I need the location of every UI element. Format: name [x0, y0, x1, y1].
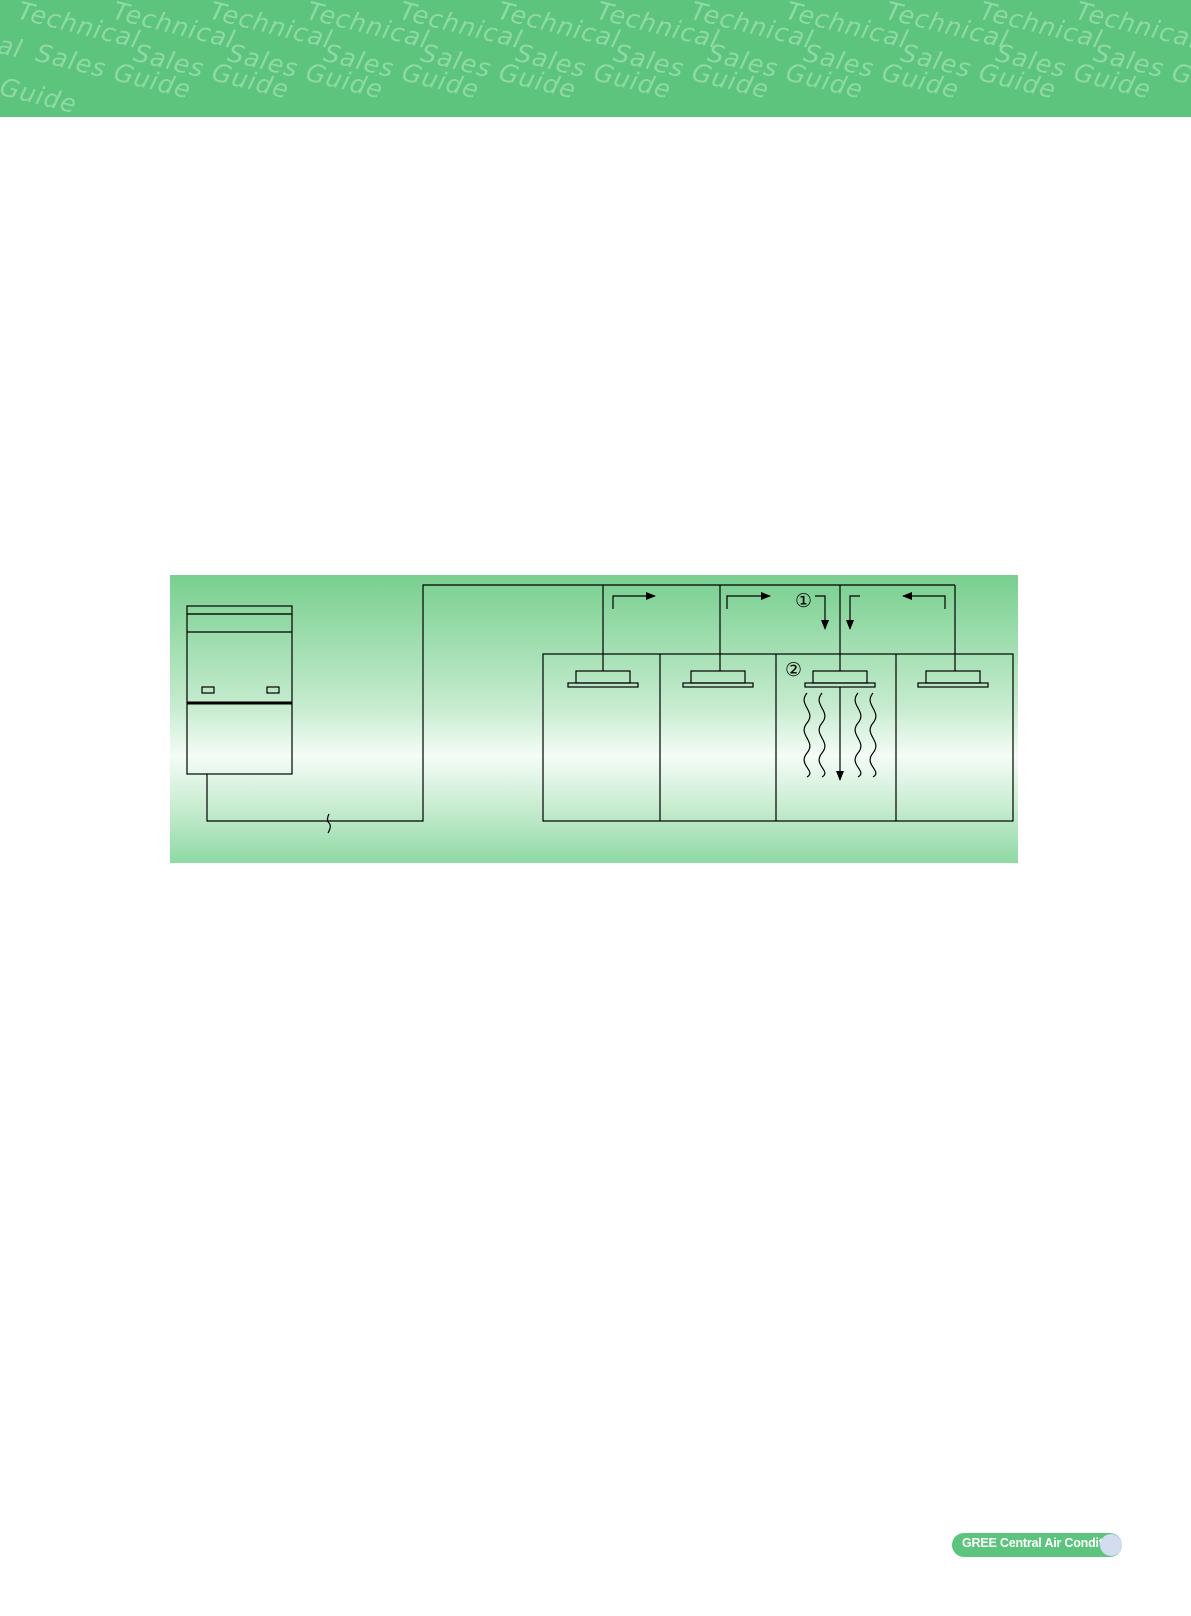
indoor-unit-2: [682, 670, 754, 688]
header-band: Technical Technical Technical Technical …: [0, 0, 1191, 117]
refrigerant-pipe: [206, 584, 955, 834]
branch-pipes: [602, 585, 956, 671]
brand-label: GREE Central Air Conditioners: [962, 1536, 1140, 1550]
marker-1: ①: [795, 590, 812, 612]
indoor-unit-3: [804, 670, 876, 688]
indoor-unit-1: [567, 670, 639, 688]
airflow: [803, 687, 877, 781]
brand-dot: [1100, 1534, 1122, 1556]
system-diagram: ① ②: [170, 575, 1018, 863]
outdoor-unit: [186, 605, 293, 775]
flow-arrows: [612, 592, 946, 630]
watermark-fragment: Guide: [0, 72, 81, 117]
rooms: [542, 653, 1014, 822]
marker-2: ②: [785, 659, 802, 681]
diagram-canvas: ① ②: [186, 584, 1014, 834]
brand-badge: GREE Central Air Conditioners: [952, 1533, 1139, 1557]
indoor-unit-4: [917, 670, 989, 688]
watermark-fragment: al: [0, 30, 26, 65]
